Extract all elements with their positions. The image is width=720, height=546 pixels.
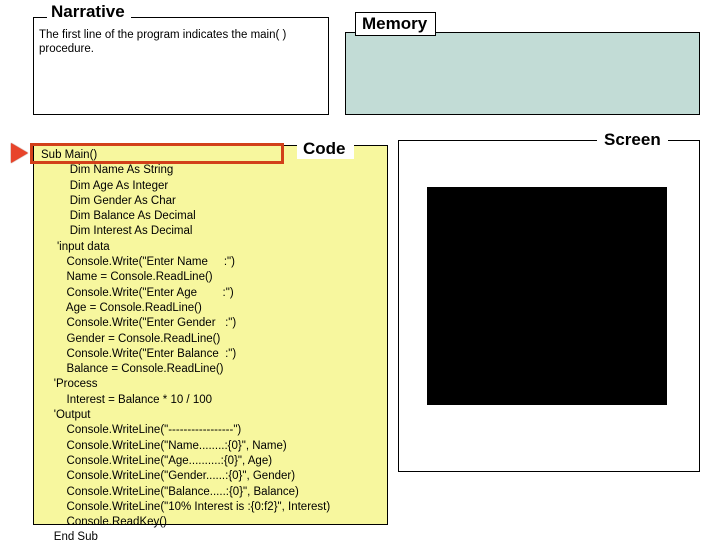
code-line: Sub Main() bbox=[41, 149, 98, 161]
execution-pointer-arrow-icon bbox=[11, 143, 28, 163]
code-line: Console.Write("Enter Name :") bbox=[41, 256, 235, 269]
code-line: Console.WriteLine("-----------------") bbox=[41, 424, 242, 437]
code-line: End Sub bbox=[41, 531, 98, 544]
code-line: Dim Balance As Decimal bbox=[41, 210, 196, 223]
screen-panel bbox=[398, 140, 700, 472]
code-line: Console.Write("Enter Gender :") bbox=[41, 317, 237, 330]
code-line: Interest = Balance * 10 / 100 bbox=[41, 393, 213, 406]
code-line: Dim Interest As Decimal bbox=[41, 225, 193, 238]
screen-legend-label: Screen bbox=[597, 131, 668, 148]
memory-content bbox=[352, 55, 693, 110]
console-output-text bbox=[431, 190, 664, 402]
memory-panel bbox=[345, 32, 700, 115]
code-line: 'Output bbox=[41, 409, 91, 422]
code-line: Console.Write("Enter Balance :") bbox=[41, 347, 237, 360]
code-line: Dim Name As String bbox=[41, 164, 174, 177]
code-panel: Sub Main() Dim Name As String Dim Age As… bbox=[33, 145, 388, 543]
code-line: Console.ReadKey() bbox=[41, 516, 167, 529]
code-line: Console.WriteLine("Age..........:{0}", A… bbox=[41, 454, 273, 467]
code-line: Console.Write("Enter Age :") bbox=[41, 286, 234, 299]
narrative-panel: The first line of the program indicates … bbox=[33, 17, 329, 115]
code-line: 'input data bbox=[41, 240, 110, 253]
code-line: 'Process bbox=[41, 378, 98, 391]
code-legend-label: Code bbox=[297, 139, 354, 159]
console-output-box bbox=[427, 187, 667, 405]
code-line: Console.WriteLine("Gender......:{0}", Ge… bbox=[41, 470, 296, 483]
code-line: Dim Age As Integer bbox=[41, 179, 169, 192]
memory-legend-label: Memory bbox=[355, 12, 437, 36]
code-line: Console.WriteLine("10% Interest is :{0:f… bbox=[41, 500, 331, 513]
code-line: Age = Console.ReadLine() bbox=[41, 301, 202, 314]
code-line: Name = Console.ReadLine() bbox=[41, 271, 213, 284]
code-line: Console.WriteLine("Balance.....:{0}", Ba… bbox=[41, 485, 299, 498]
code-line: Console.WriteLine("Name........:{0}", Na… bbox=[41, 439, 287, 452]
code-line: Balance = Console.ReadLine() bbox=[41, 363, 224, 376]
code-line: Gender = Console.ReadLine() bbox=[41, 332, 221, 345]
narrative-text: The first line of the program indicates … bbox=[39, 29, 287, 56]
code-line-list: Sub Main() Dim Name As String Dim Age As… bbox=[34, 148, 387, 546]
narrative-legend-label: Narrative bbox=[47, 3, 131, 20]
code-line: Dim Gender As Char bbox=[41, 194, 176, 207]
current-line-highlight bbox=[30, 143, 284, 164]
